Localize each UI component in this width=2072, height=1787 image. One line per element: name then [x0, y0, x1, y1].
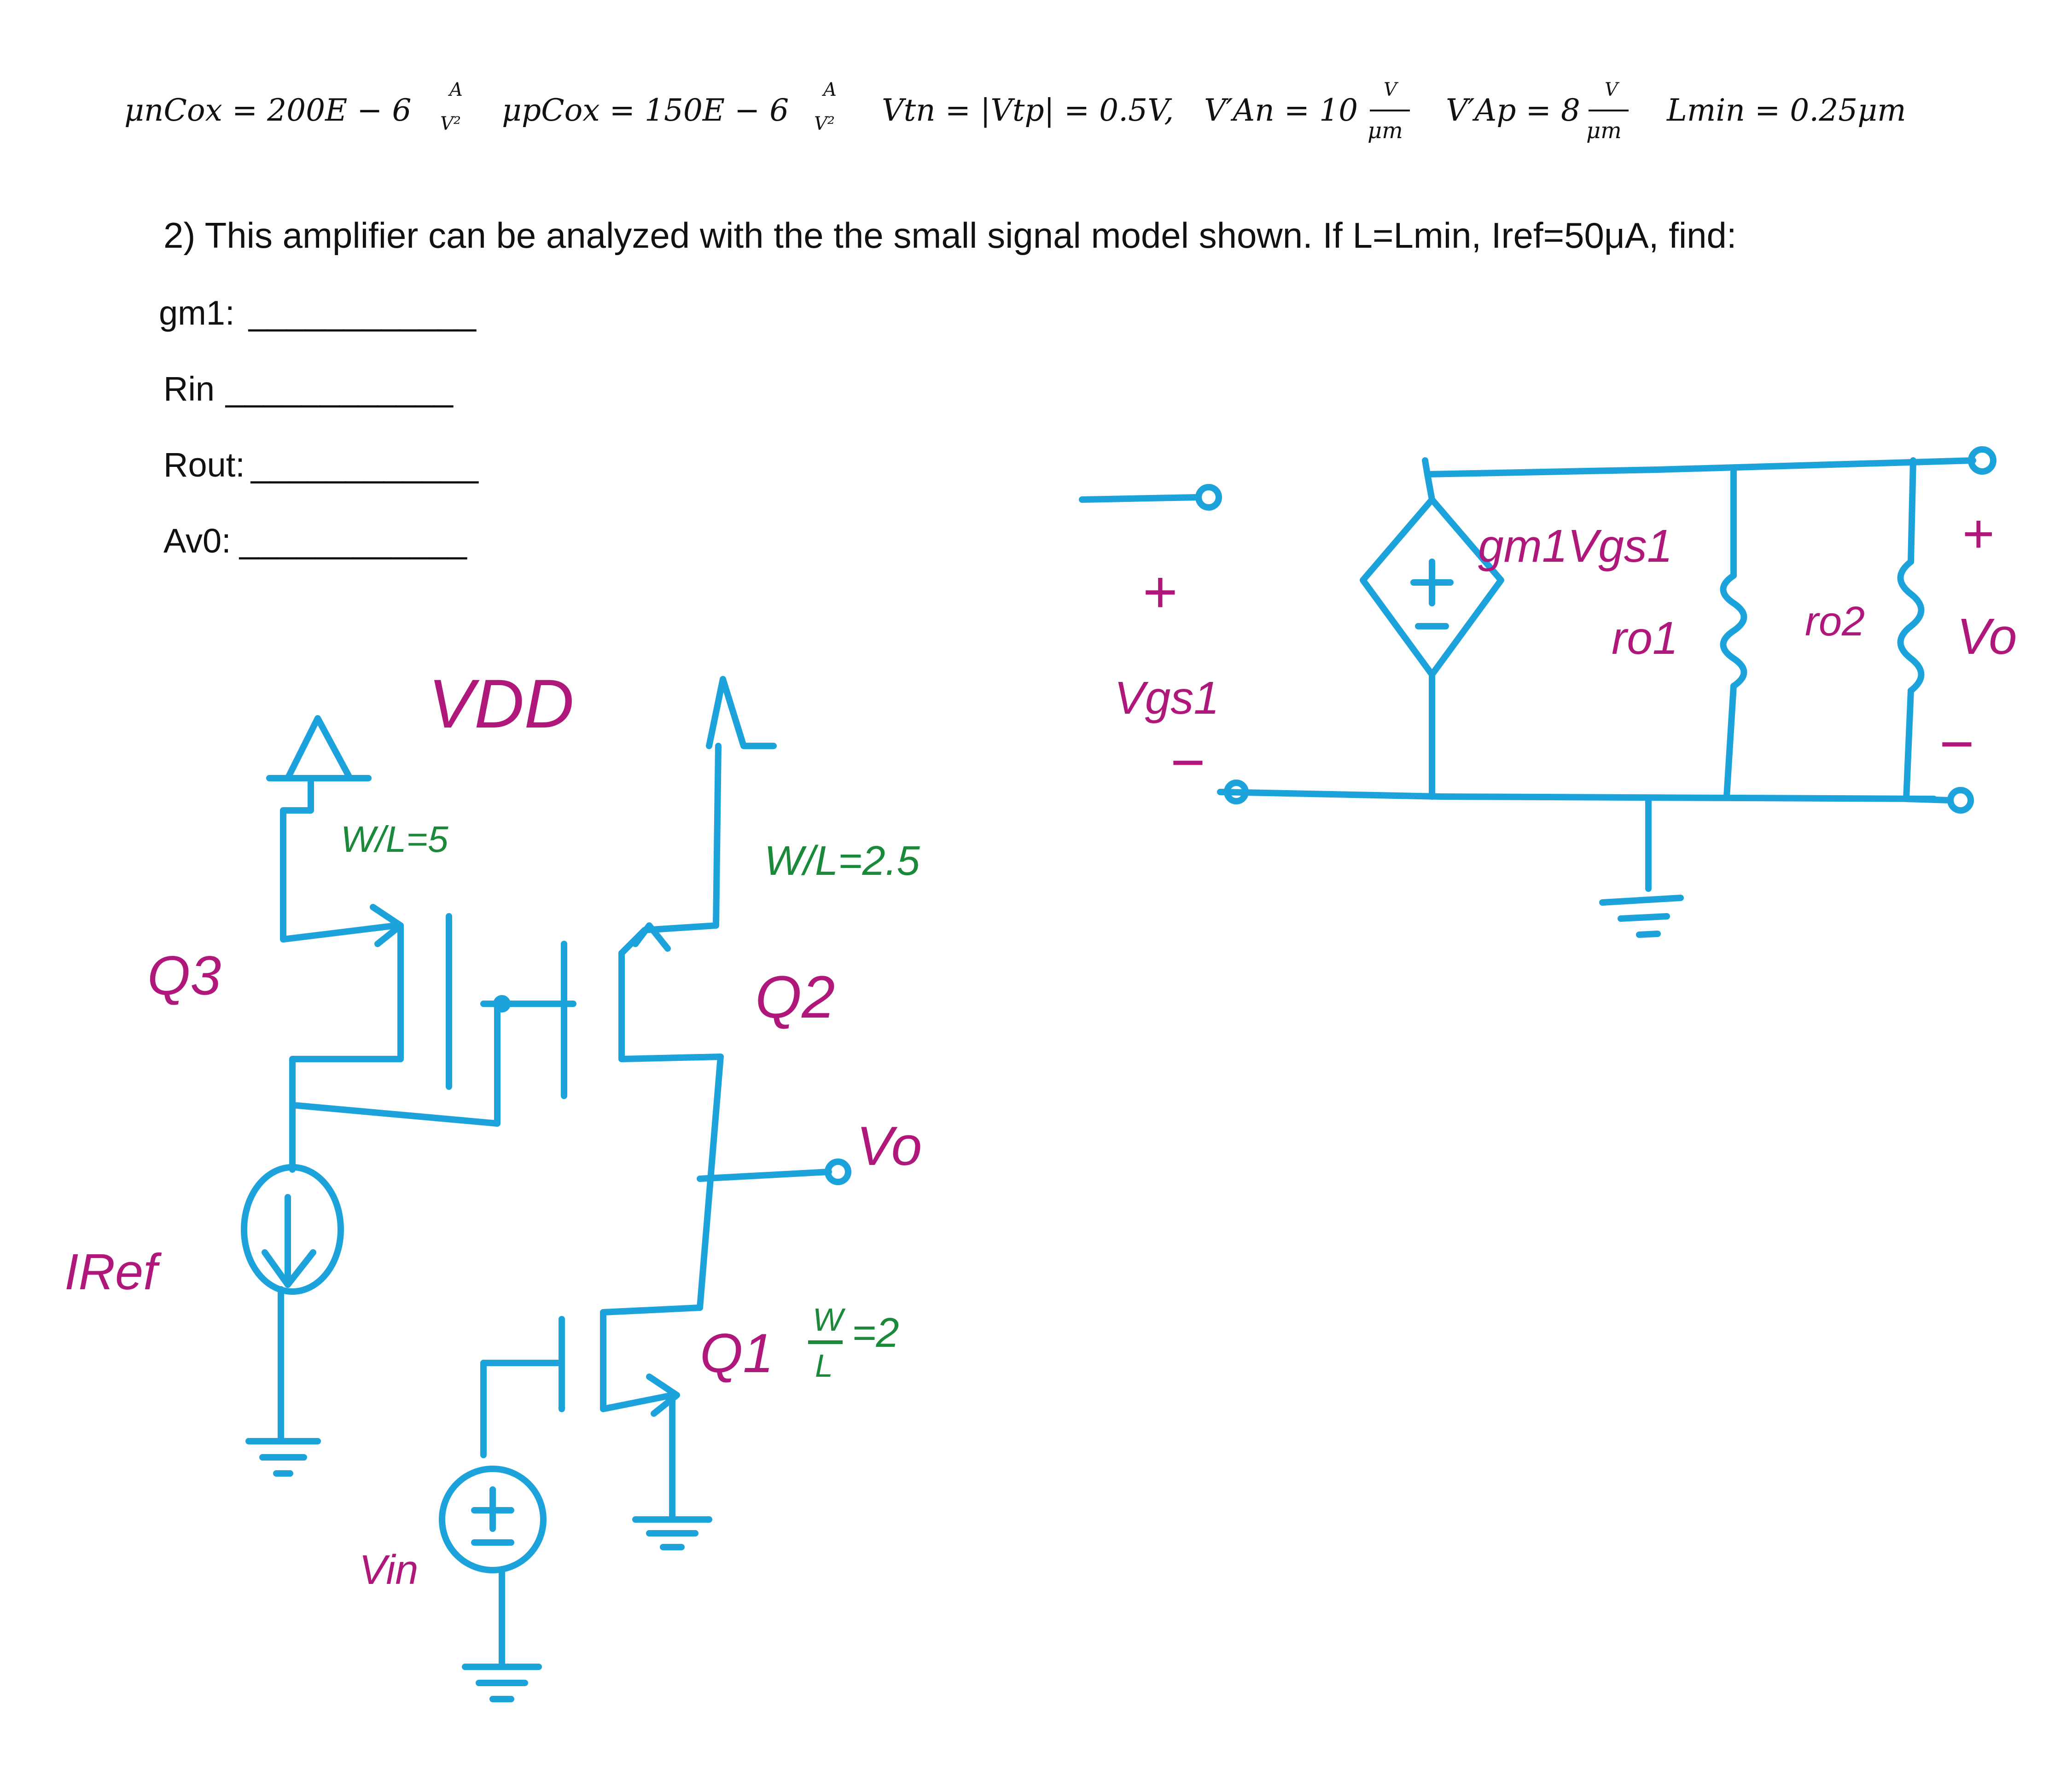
vdd-arrow-left-icon — [266, 715, 372, 781]
question-text: 2) This amplifier can be analyzed with t… — [163, 215, 1737, 256]
answer-label-rout: Rout: — [163, 446, 245, 484]
vin-plus-icon — [471, 1486, 514, 1532]
small-signal-model — [1079, 446, 1996, 938]
q3-channel — [289, 922, 404, 1118]
van-frac-denominator: μm — [1368, 118, 1403, 144]
vap-param: V′Ap = 8 — [1446, 93, 1580, 128]
answer-blank-gm1[interactable]: ____________ — [248, 294, 477, 332]
output-bottom-wire — [1903, 796, 1953, 803]
q3-source-wire — [280, 775, 399, 943]
q2-source-arrow-icon — [632, 922, 671, 952]
ro2-label: ro2 — [1805, 599, 1865, 645]
output-bottom-terminal — [1947, 787, 1974, 814]
mup-cox-param: μpCox = 150E − 6 — [502, 93, 789, 128]
vin-label: Vin — [359, 1547, 418, 1593]
q1-gate-wire — [480, 1360, 565, 1458]
input-top-terminal — [1195, 484, 1222, 511]
iref-source-circle — [241, 1164, 344, 1295]
ground-icon — [1599, 895, 1684, 938]
q3-wl-label: W/L=5 — [341, 819, 448, 860]
mup-frac-denominator: V² — [814, 113, 835, 134]
ro1-resistor-icon — [1720, 572, 1747, 689]
q3-label: Q3 — [147, 945, 221, 1007]
top-rail-wire — [1422, 457, 1976, 477]
answer-list: gm1: ____________ Rin ____________ Rout:… — [159, 294, 479, 560]
input-plus-sign: + — [1142, 558, 1177, 625]
q2-label: Q2 — [755, 963, 835, 1030]
dependent-source-plus-icon — [1410, 559, 1454, 606]
small-signal-vo-label: Vo — [1957, 608, 2017, 665]
q2-wl-label: W/L=2.5 — [764, 838, 920, 884]
amplifier-schematic — [241, 676, 851, 1702]
q2-source-wire — [618, 743, 722, 956]
q1-source-arrow-icon — [646, 1374, 680, 1417]
answer-blank-av0[interactable]: ____________ — [239, 522, 467, 560]
answer-blank-rin[interactable]: ____________ — [225, 370, 454, 408]
iref-arrow-icon — [262, 1194, 316, 1288]
vap-frac-denominator: μm — [1586, 118, 1622, 144]
input-bottom-wire — [1217, 789, 1937, 802]
output-top-terminal — [1968, 446, 1996, 475]
vo-label: Vo — [856, 1115, 922, 1177]
mun-frac-denominator: V² — [440, 113, 461, 134]
ro1-label: ro1 — [1612, 612, 1678, 664]
dependent-source-top-wire — [1424, 471, 1435, 503]
q1-ground-icon — [632, 1516, 712, 1550]
output-minus-sign: − — [1938, 710, 1973, 777]
vap-frac-numerator: V — [1605, 79, 1620, 100]
answer-label-av0: Av0: — [163, 522, 231, 560]
vdd-arrow-right-icon — [706, 676, 777, 749]
van-param: V′An = 10 — [1204, 93, 1358, 128]
lmin-param: Lmin = 0.25μm — [1666, 93, 1906, 128]
schematic-labels: VDD Q3 W/L=5 Q2 W/L=2.5 Q1 W L =2 IRef V… — [64, 665, 922, 1593]
q1-wl-denominator: L — [815, 1348, 833, 1384]
input-bottom-terminal — [1224, 780, 1249, 804]
iref-ground-icon — [245, 1438, 321, 1477]
vin-ground-icon — [462, 1664, 542, 1702]
ro2-resistor-icon — [1897, 559, 1925, 694]
mup-frac-numerator: A — [821, 79, 837, 100]
output-plus-sign: + — [1961, 503, 1994, 565]
vgs1-label: Vgs1 — [1114, 672, 1219, 724]
answer-label-gm1: gm1: — [159, 294, 235, 332]
dependent-source-label-text: gm1Vgs1 — [1478, 520, 1672, 572]
answer-blank-rout[interactable]: ____________ — [250, 446, 479, 484]
input-minus-sign: − — [1170, 728, 1205, 796]
ro2-top-wire — [1908, 457, 1916, 565]
small-signal-labels: + Vgs1 − gm1Vgs1 ro1 ro2 + Vo − — [1114, 503, 2017, 796]
answer-label-rin: Rin — [163, 370, 215, 408]
q2-channel — [618, 950, 724, 1311]
van-frac-numerator: V — [1384, 79, 1399, 100]
vdd-label: VDD — [428, 665, 574, 742]
input-top-wire — [1079, 494, 1200, 503]
vin-source-circle — [439, 1466, 547, 1573]
q1-wl-numerator: W — [813, 1302, 846, 1338]
ro1-bottom-wire — [1723, 683, 1737, 800]
vt-param: Vtn = |Vtp| = 0.5V, — [882, 93, 1174, 128]
mun-cox-param: μnCox = 200E − 6 — [124, 93, 412, 128]
gate-node-dot — [493, 995, 511, 1013]
q1-drain-wire — [600, 1304, 703, 1412]
output-terminal — [825, 1158, 851, 1185]
output-wire — [697, 1169, 832, 1182]
parameter-header: μnCox = 200E − 6 A V² μpCox = 150E − 6 A… — [124, 79, 1906, 144]
q1-label: Q1 — [700, 1322, 774, 1384]
q1-wl-value: =2 — [852, 1310, 899, 1356]
mun-frac-numerator: A — [448, 79, 463, 100]
iref-label: IRef — [64, 1244, 162, 1300]
ro2-bottom-wire — [1903, 687, 1914, 802]
